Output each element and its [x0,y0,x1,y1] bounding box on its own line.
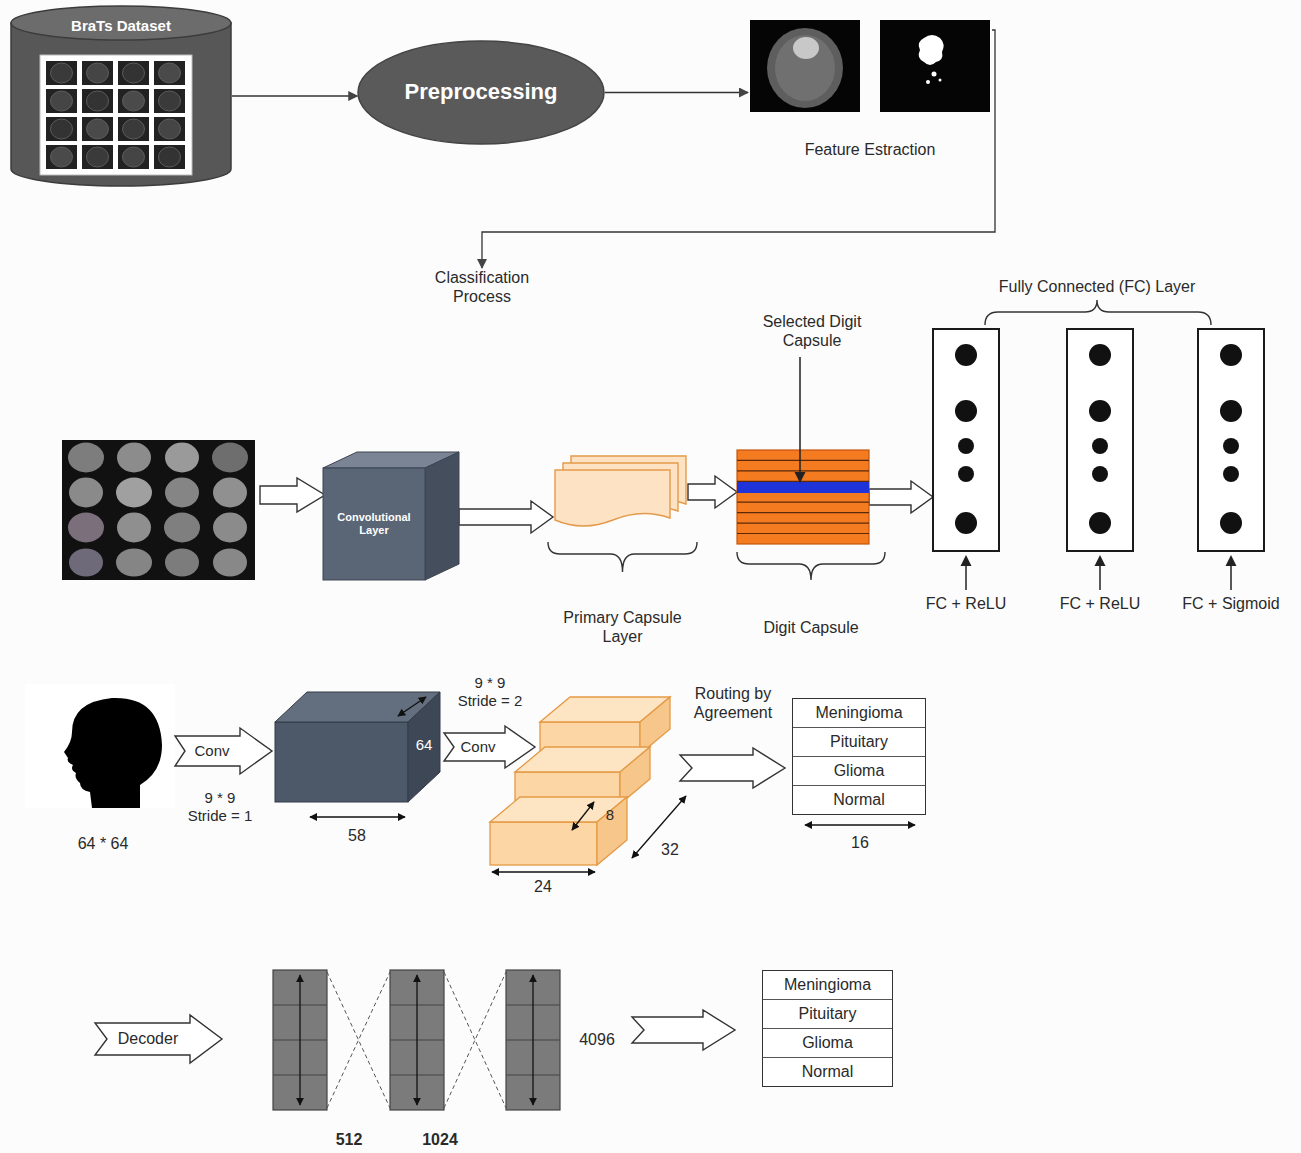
dimension-label: 64 [410,736,438,754]
decoder-arrow [95,1015,222,1063]
fc-layer-column: FC + Sigmoid [1176,328,1286,620]
hollow-arrow [260,478,325,512]
class-table: MeningiomaPituitaryGliomaNormal [762,970,893,1087]
dimension-arrow [299,975,300,1105]
block-arrow [869,481,933,513]
fc-layer-column-outline [1176,328,1286,620]
node-text: Primary Capsule Layer [545,608,700,646]
routing-arrow [680,748,785,788]
output-arrow [632,1010,735,1050]
process-ellipse: Preprocessing [357,40,605,145]
table-cell: Meningioma [793,699,925,728]
group-label: Fully Connected (FC) Layer [947,277,1247,296]
dimension-arrow [805,824,915,825]
capsule-block [515,747,650,804]
feature-map-box [275,692,440,802]
dimension-label: 8 [602,806,618,824]
dimension-arrow [310,816,405,817]
kernel-size: 9 * 9 [455,674,525,692]
primary-capsule: Primary Capsule Layer [545,450,700,650]
dimension-arrow [532,975,533,1105]
decoder-layer-bar [390,970,444,1110]
capsule-block [490,797,627,865]
node-text: Classification Process [412,268,552,306]
digit-capsule-outline [735,448,887,643]
block-arrow [688,476,737,508]
callout-label: Selected Digit Capsule [742,312,882,350]
dataset-cylinder: BraTs Dataset [10,5,232,187]
node-text: FC + ReLU [1045,594,1155,613]
dimension-label: 16 [842,833,878,852]
stride-label: Stride = 1 [170,807,270,825]
node-text: FC + ReLU [911,594,1021,613]
dimension-arrow [492,871,595,872]
capsule-block [540,697,670,754]
operation-label: Routing by Agreement [678,684,788,722]
decoder-layer-bar [506,970,560,1110]
dimension-arrow [416,975,417,1105]
dimension-label: 4096 [570,1030,624,1049]
input-size: 64 * 64 [48,834,158,853]
conv-arrow [444,726,535,768]
dimension-label: 58 [337,826,377,845]
head-card [25,684,175,808]
head-silhouette [64,698,162,808]
layer-brace [985,300,1211,325]
dimension-arrow [398,697,426,716]
kernel-size: 9 * 9 [185,789,255,807]
table-cell: Pituitary [763,1000,892,1029]
block-arrow [459,501,553,533]
dimension-label: 512 [324,1130,374,1149]
fc-layer-column-outline [911,328,1021,620]
dimension-label: 1024 [412,1130,468,1149]
node-text: Preprocessing [357,40,605,145]
stride-label: Stride = 2 [440,692,540,710]
decoder-layer-bar [273,970,327,1110]
feature-images: Feature Estraction [748,18,992,168]
node-text: BraTs Dataset [10,17,232,35]
fc-layer-column-outline [1045,328,1155,620]
operation-label: Conv [184,742,240,760]
operation-label: Conv [453,738,503,756]
node-text: Convolutional Layer [323,468,425,580]
table-cell: Normal [793,786,925,814]
flow-arrow [605,92,748,93]
table-cell: Pituitary [793,728,925,757]
node-text: FC + Sigmoid [1176,594,1286,613]
table-cell: Meningioma [763,971,892,1000]
flow-arrow [232,95,357,96]
table-cell: Glioma [763,1029,892,1058]
dimension-arrow [572,802,594,830]
dimension-label: 24 [525,877,561,896]
conv-arrow [175,728,272,774]
fc-layer-column: FC + ReLU [911,328,1021,620]
node-text: Digit Capsule [735,618,887,637]
dense-connection [327,972,506,1108]
conv-cube: Convolutional Layer [323,452,459,582]
table-cell: Normal [763,1058,892,1086]
node-text: Feature Estraction [748,140,992,159]
digit-capsule: Digit Capsule [735,448,887,643]
class-table: MeningiomaPituitaryGliomaNormal [792,698,926,815]
dimension-label: 32 [655,840,685,859]
fc-layer-column: FC + ReLU [1045,328,1155,620]
process-label: Classification Process [412,268,552,312]
operation-label: Decoder [110,1029,186,1048]
table-cell: Glioma [793,757,925,786]
mri-grid-image [62,440,255,580]
